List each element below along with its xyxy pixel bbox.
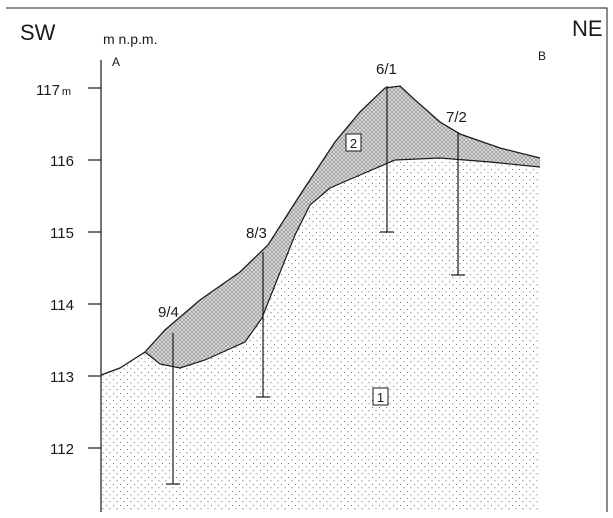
- borehole-label-9-4: 9/4: [158, 304, 179, 321]
- tick-label-115: 115: [50, 225, 74, 242]
- axis-ticks: [88, 87, 101, 449]
- borehole-label-8-3: 8/3: [246, 225, 267, 242]
- layer-2-label-box: 2: [345, 133, 362, 152]
- borehole-6-1: 6/1: [376, 61, 397, 233]
- tick-label-112: 112: [50, 441, 74, 458]
- borehole-label-7-2: 7/2: [446, 109, 467, 126]
- layer-1-label: 1: [377, 390, 384, 405]
- layer-boundary-line: [144, 157, 541, 369]
- layer-1-area: [101, 158, 540, 512]
- direction-sw: SW: [20, 20, 56, 45]
- layer-2-area: [145, 86, 540, 368]
- borehole-label-6-1: 6/1: [376, 61, 397, 78]
- tick-label-113: 113: [50, 369, 74, 386]
- profile-point-a: A: [112, 55, 120, 69]
- borehole-8-3: 8/3: [246, 225, 270, 398]
- borehole-9-4: 9/4: [158, 304, 180, 485]
- layer-2-label: 2: [350, 136, 357, 151]
- profile-point-b: B: [538, 49, 546, 63]
- axis-unit-label: m n.p.m.: [103, 31, 157, 47]
- borehole-7-2: 7/2: [446, 109, 467, 276]
- layer-1-label-box: 1: [372, 387, 389, 406]
- tick-label-114: 114: [50, 297, 74, 314]
- tick-label-116: 116: [50, 153, 74, 170]
- frame-border: [6, 7, 608, 512]
- ground-surface-line: [100, 85, 541, 376]
- direction-ne: NE: [572, 16, 603, 41]
